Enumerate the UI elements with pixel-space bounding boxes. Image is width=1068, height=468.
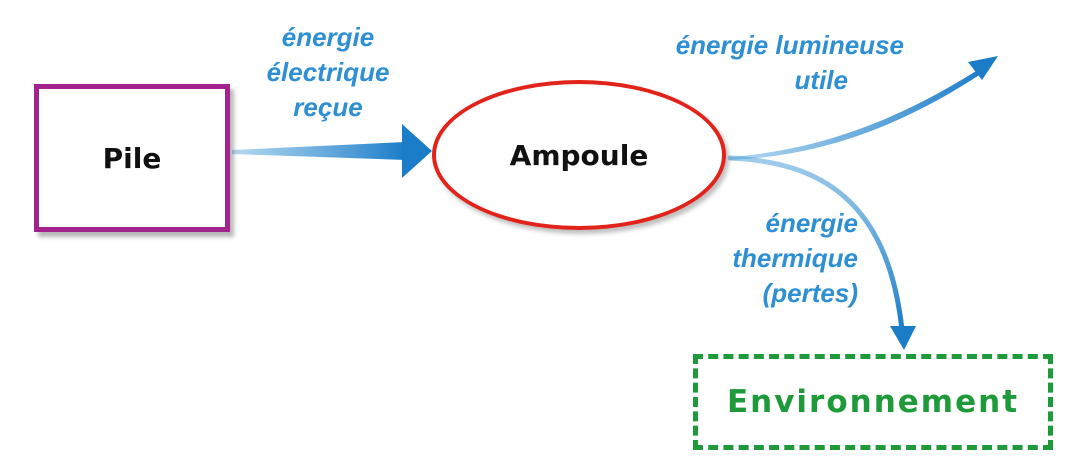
label-thermique-line-1: énergie: [765, 208, 859, 238]
label-energie-thermique: énergie thermique (pertes): [684, 206, 858, 311]
node-ampoule-label: Ampoule: [509, 138, 649, 172]
node-environnement-label: Environnement: [726, 384, 1020, 420]
label-thermique-line-3: (pertes): [762, 278, 858, 308]
node-pile-label: Pile: [102, 141, 162, 175]
label-lumineuse-line-2: utile: [794, 65, 848, 95]
label-electrique-line-3: reçue: [293, 92, 363, 122]
arrow-electrique: [232, 124, 432, 178]
arrow-thermique: [727, 155, 916, 350]
node-environnement: Environnement: [693, 354, 1053, 450]
label-electrique-line-1: énergie: [281, 22, 375, 52]
label-energie-lumineuse: énergie lumineuse utile: [604, 28, 904, 98]
arrow-lumineuse: [730, 56, 998, 160]
node-pile: Pile: [34, 84, 230, 232]
label-energie-electrique: énergie électrique reçue: [236, 20, 420, 125]
label-thermique-line-2: thermique: [732, 243, 858, 273]
node-ampoule: Ampoule: [432, 80, 726, 230]
label-electrique-line-2: électrique: [266, 57, 390, 87]
label-lumineuse-line-1: énergie lumineuse: [675, 30, 904, 60]
